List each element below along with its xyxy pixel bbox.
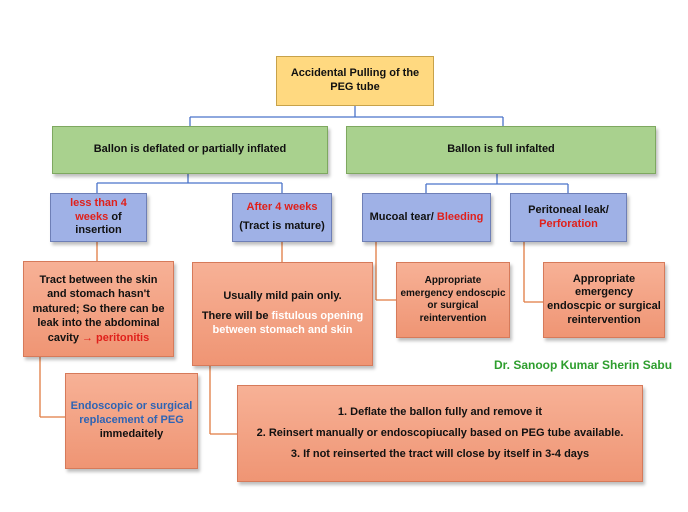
tract-not-matured-box: Tract between the skin and stomach hasn'… bbox=[23, 261, 174, 357]
tract-not-matured-line-3: matured; So there can be bbox=[32, 302, 165, 315]
tract-not-matured-line-4: leak into the abdominal bbox=[37, 317, 160, 330]
step-1: 1. Deflate the ballon fully and remove i… bbox=[337, 406, 543, 419]
replacement-box: Endoscopic or surgical replacement of PE… bbox=[65, 373, 198, 469]
mucosal-action-line-2: emergency endoscpic bbox=[400, 287, 506, 299]
after-4-weeks-black: (Tract is mature) bbox=[239, 220, 325, 232]
peritoneal-action-line-3: endoscpic or surgical bbox=[547, 300, 661, 312]
peritoneal-action-box: Appropriate emergency endoscpic or surgi… bbox=[543, 262, 665, 338]
tract-not-matured-peritonitis: → peritonitis bbox=[82, 331, 150, 344]
mucosal-tear-box: Mucoal tear/ Bleeding bbox=[362, 193, 491, 242]
peritoneal-leak-box: Peritoneal leak/ Perforation bbox=[510, 193, 627, 242]
tract-not-matured-line-1: Tract between the skin bbox=[39, 273, 158, 286]
mucosal-tear-red: Bleeding bbox=[436, 210, 484, 223]
after-4-weeks-box: After 4 weeks (Tract is mature) bbox=[232, 193, 332, 242]
mucosal-action-line-1: Appropriate bbox=[424, 275, 482, 286]
balloon-inflated-box: Ballon is full infalted bbox=[346, 126, 656, 174]
mild-pain-box: Usually mild pain only. There will be fi… bbox=[192, 262, 373, 366]
mucosal-action-line-3: or surgical bbox=[427, 300, 479, 311]
under-4-weeks-of: of bbox=[108, 210, 122, 223]
under-4-weeks-box: less than 4 weeks of insertion bbox=[50, 193, 147, 242]
replacement-line-1: Endoscopic or surgical bbox=[70, 400, 193, 413]
root-line-2: PEG tube bbox=[330, 81, 380, 93]
replacement-line-3: immedaitely bbox=[99, 427, 164, 440]
step-2: 2. Reinsert manually or endoscopiucally … bbox=[256, 427, 624, 440]
mild-pain-line-3: between stomach and skin bbox=[212, 323, 353, 336]
balloon-inflated-label: Ballon is full infalted bbox=[447, 143, 555, 156]
mucosal-tear-black: Mucoal tear/ bbox=[369, 210, 437, 223]
after-4-weeks-red: After 4 weeks bbox=[246, 201, 318, 214]
peritoneal-leak-black: Peritoneal leak/ bbox=[528, 203, 609, 216]
peritoneal-action-line-2: emergency bbox=[574, 286, 634, 299]
mucosal-action-box: Appropriate emergency endoscpic or surgi… bbox=[396, 262, 510, 338]
tract-not-matured-line-5: cavity bbox=[47, 331, 82, 344]
reinsertion-steps-box: 1. Deflate the ballon fully and remove i… bbox=[237, 385, 643, 482]
under-4-weeks-line-3: insertion bbox=[75, 224, 122, 237]
under-4-weeks-red: less than 4 bbox=[70, 196, 127, 209]
balloon-deflated-label: Ballon is deflated or partially inflated bbox=[93, 143, 287, 156]
peritoneal-action-line-1: Appropriate bbox=[572, 272, 636, 285]
under-4-weeks-red-2: weeks bbox=[75, 210, 109, 223]
peritoneal-action-line-4: reintervention bbox=[567, 313, 641, 326]
root-line-1: Accidental Pulling of the bbox=[290, 67, 420, 80]
peritoneal-leak-red: Perforation bbox=[539, 217, 598, 230]
replacement-line-2: replacement of PEG bbox=[79, 414, 184, 427]
mild-pain-line-2: There will be bbox=[201, 310, 272, 323]
tract-not-matured-line-2: and stomach hasn't bbox=[47, 288, 150, 301]
mild-pain-line-1: Usually mild pain only. bbox=[223, 290, 342, 303]
mucosal-action-line-4: reintervention bbox=[419, 312, 487, 324]
balloon-deflated-box: Ballon is deflated or partially inflated bbox=[52, 126, 328, 174]
root-box: Accidental Pulling of the PEG tube bbox=[276, 56, 434, 106]
author-credit: Dr. Sanoop Kumar Sherin Sabu bbox=[494, 358, 673, 372]
mild-pain-fistulous: fistulous opening bbox=[271, 310, 364, 323]
step-3: 3. If not reinserted the tract will clos… bbox=[290, 447, 590, 460]
